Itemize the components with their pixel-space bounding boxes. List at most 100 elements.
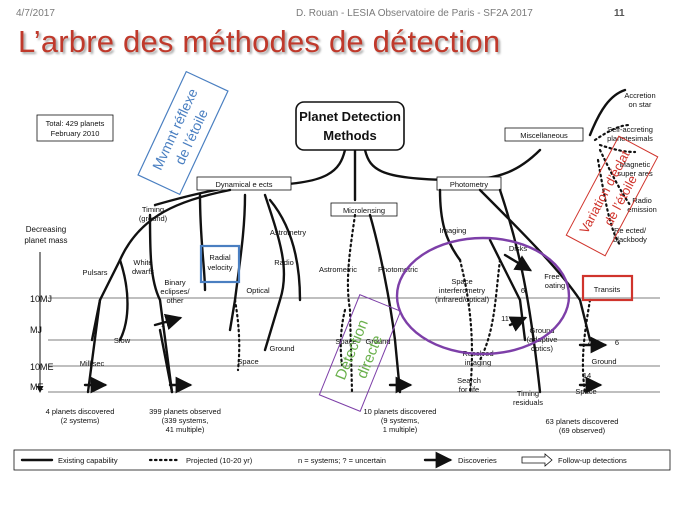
- label-ground: Ground: [591, 357, 616, 366]
- label-astrometric: Astrometric: [319, 265, 357, 274]
- label-interferometry: Space: [451, 277, 472, 286]
- branch-box-microlensing: [330, 202, 398, 217]
- label-radio: emission: [627, 205, 657, 214]
- branch-line: [228, 193, 247, 332]
- label-astrometry: Astrometry: [270, 228, 307, 237]
- branch-line: [498, 188, 542, 394]
- legend-followup: Follow-up detections: [558, 456, 627, 465]
- branch-line: [588, 88, 627, 137]
- mass-level-label: 10MJ: [30, 294, 52, 304]
- projected-line: [458, 258, 474, 394]
- legend-box: [13, 449, 671, 471]
- branch-label-dynamical: Dynamical e ects: [215, 180, 272, 189]
- label-search-life: Search: [457, 376, 481, 385]
- label-millisec: Millisec: [80, 359, 105, 368]
- total-box: [36, 114, 114, 142]
- count-rv: 41 multiple): [166, 425, 205, 434]
- label-accretion: Accretion: [624, 91, 655, 100]
- label-self-accreting: planetesimals: [607, 134, 653, 143]
- legend-existing: Existing capability: [58, 456, 118, 465]
- total-text: Total: 429 planets: [46, 119, 105, 128]
- count-micro: (9 systems,: [381, 416, 419, 425]
- label-reflected: blackbody: [613, 235, 647, 244]
- label-count: 14: [583, 371, 591, 380]
- label-ground: Ground: [269, 344, 294, 353]
- projected-line: [478, 258, 502, 362]
- total-text: February 2010: [51, 129, 100, 138]
- branch-label-misc: Miscellaneous: [520, 131, 568, 140]
- label-timing-residuals: residuals: [513, 398, 543, 407]
- mass-level-label: ME: [30, 382, 44, 392]
- annotation-direct-box: [318, 294, 402, 412]
- label-count: 1: [161, 320, 165, 329]
- imaging-highlight-ellipse: [395, 236, 571, 356]
- label-slow: Slow: [114, 336, 131, 345]
- branch-label-microlensing: Microlensing: [343, 206, 385, 215]
- label-self-accreting: Self-accreting: [607, 125, 653, 134]
- label-magnetic: Magnetic: [620, 160, 651, 169]
- label-binary: Binary: [164, 278, 186, 287]
- legend-swatch-followup: [521, 453, 553, 467]
- branch-line: [263, 193, 286, 352]
- projected-line: [593, 123, 632, 142]
- label-resolved-imaging: imaging: [465, 358, 491, 367]
- root-box: [295, 101, 405, 151]
- branch-box-misc: [504, 127, 584, 142]
- label-radio: Radio: [632, 196, 652, 205]
- branch-line: [90, 298, 102, 342]
- annotation-variation-box: [565, 135, 659, 257]
- label-space: Space: [575, 387, 596, 396]
- label-ground-ao: optics): [531, 344, 554, 353]
- label-space: Space: [237, 357, 258, 366]
- mass-level-label: 10ME: [30, 362, 54, 372]
- discovery-arrow: [153, 313, 183, 330]
- branch-line: [438, 188, 462, 262]
- root-title: Methods: [323, 128, 376, 143]
- branch-line: [148, 213, 174, 394]
- count-micro: 10 planets discovered: [364, 407, 437, 416]
- label-magnetic: super ares: [617, 169, 653, 178]
- label-radial-velocity: Radial: [209, 253, 231, 262]
- label-imaging: Imaging: [440, 226, 467, 235]
- label-count: 11: [501, 314, 509, 323]
- header-author: D. Rouan - LESIA Observatoire de Paris -…: [296, 8, 533, 19]
- projected-line: [233, 298, 241, 372]
- mass-level-label: MJ: [30, 325, 42, 335]
- header-date: 4/7/2017: [16, 8, 55, 19]
- label-radial-velocity: velocity: [207, 263, 232, 272]
- count-dynamical: 4 planets discovered: [46, 407, 115, 416]
- label-photometric: Photometric: [378, 265, 418, 274]
- branch-box-dynamical: [196, 176, 292, 191]
- count-dynamical: (2 systems): [61, 416, 100, 425]
- radial-velocity-highlight: [199, 244, 241, 284]
- label-ground-ao: Ground: [529, 326, 554, 335]
- label-pulsars: Pulsars: [82, 268, 107, 277]
- label-white-dwarfs: White: [133, 258, 152, 267]
- label-space: Space: [335, 337, 356, 346]
- count-transits: (69 observed): [559, 426, 606, 435]
- legend-n-systems: n = systems; ? = uncertain: [298, 456, 386, 465]
- projected-line: [339, 308, 347, 367]
- legend-discoveries: Discoveries: [458, 456, 497, 465]
- projected-line: [598, 148, 632, 207]
- branch-line: [198, 193, 207, 292]
- legend-projected: Projected (10-20 yr): [186, 456, 253, 465]
- label-count: 6: [615, 338, 619, 347]
- axis-label: Decreasing: [26, 225, 66, 234]
- annotation-reflex-box: [137, 70, 229, 196]
- label-interferometry: (infrared/optical): [435, 295, 490, 304]
- label-radio: Radio: [274, 258, 294, 267]
- branch-line: [268, 198, 302, 302]
- branch-line: [368, 213, 402, 394]
- branch-line: [158, 328, 174, 394]
- discovery-arrow: [508, 316, 528, 332]
- label-white-dwarfs: dwarfs: [132, 267, 154, 276]
- label-reflected: Re ected/: [614, 226, 647, 235]
- mass-grid: [48, 297, 660, 393]
- discovery-arrow: [503, 253, 533, 272]
- label-timing-residuals: Timing: [517, 389, 539, 398]
- count-micro: 1 multiple): [383, 425, 418, 434]
- label-search-life: for life: [459, 385, 479, 394]
- label-transits: Transits: [594, 285, 621, 294]
